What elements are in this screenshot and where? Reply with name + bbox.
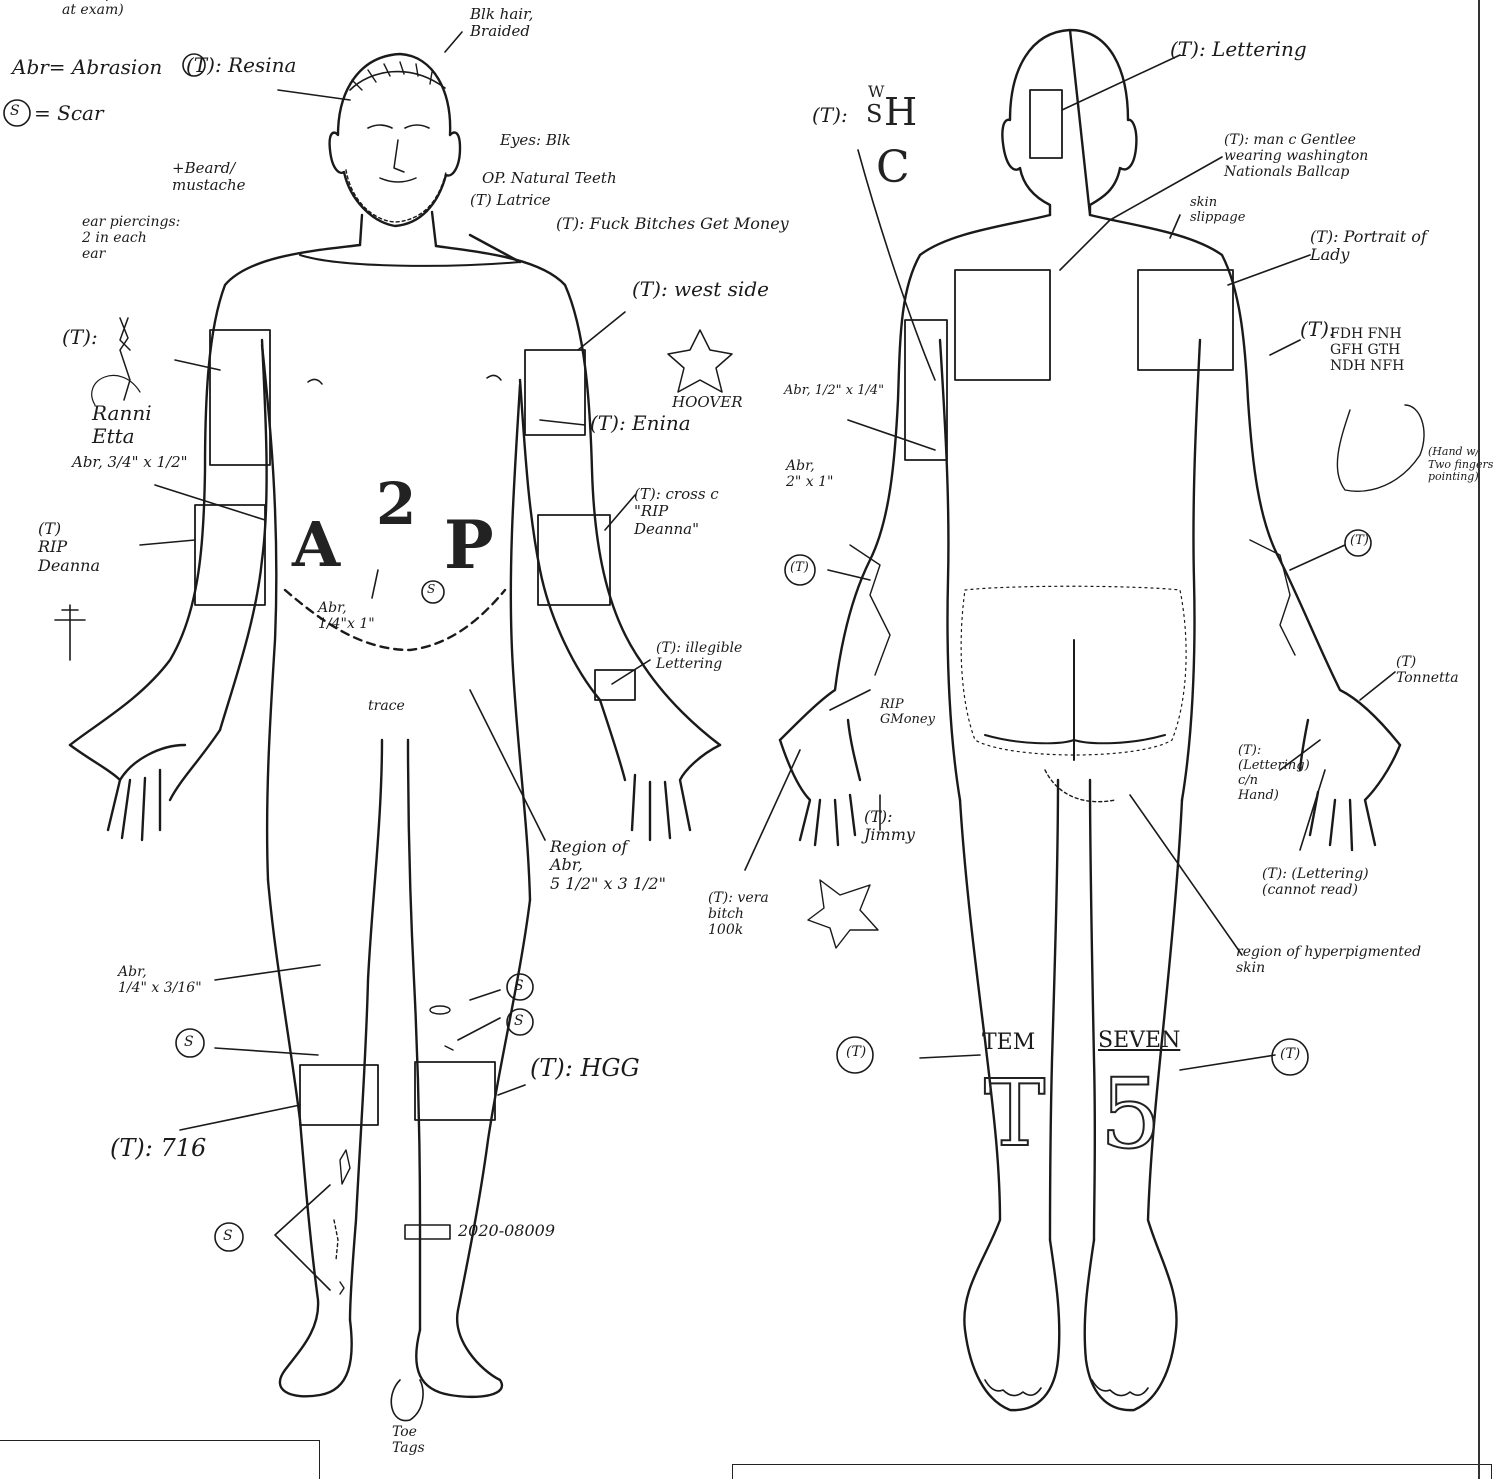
- label-tonnetta: (T) Tonnetta: [1396, 654, 1459, 686]
- label-cross-rip-deanna: (T): cross c "RIP Deanna": [634, 486, 719, 538]
- legend-header: descriptions at exam): [62, 0, 149, 18]
- label-t-left-calf: (T): [846, 1044, 866, 1060]
- tattoo-big-t: T: [984, 1060, 1045, 1167]
- label-716: (T): 716: [110, 1135, 206, 1163]
- label-ranni: Ranni Etta: [92, 402, 152, 448]
- label-fuck-bitches: (T): Fuck Bitches Get Money: [556, 215, 789, 233]
- label-latrice: (T) Latrice: [470, 192, 551, 209]
- label-t-right-calf: (T): [1280, 1046, 1300, 1062]
- label-beard: +Beard/ mustache: [172, 160, 246, 195]
- label-man-ballcap: (T): man c Gentlee wearing washington Na…: [1224, 132, 1368, 180]
- label-hand-two-fingers: (Hand w/ Two fingers pointing): [1428, 446, 1493, 484]
- tattoo-text-tem: TEM: [982, 1030, 1035, 1055]
- label-abr-upper-arm: Abr, 3/4" x 1/2": [72, 454, 188, 471]
- label-teeth: OP. Natural Teeth: [482, 170, 617, 187]
- label-lettering-cannot-read: (T): (Lettering) (cannot read): [1262, 866, 1369, 898]
- label-lettering-hand: (T): (Lettering) c/n Hand): [1238, 744, 1310, 804]
- scar-marker-knee-1: S: [514, 978, 524, 994]
- label-rip-deanna-left: (T) RIP Deanna: [38, 520, 100, 575]
- label-hgg: (T): HGG: [530, 1055, 640, 1083]
- scar-marker: S: [184, 1034, 194, 1050]
- label-jimmy: (T): Jimmy: [864, 808, 915, 845]
- label-whsc-prefix: (T):: [812, 104, 848, 127]
- legend-scar: = Scar: [34, 102, 104, 125]
- label-case-number: 2020-08009: [458, 1222, 555, 1240]
- label-fdh-grid: FDH FNH GFH GTH NDH NFH: [1330, 326, 1404, 374]
- label-skin-slippage: skin slippage: [1190, 196, 1245, 226]
- label-lettering-head: (T): Lettering: [1170, 38, 1307, 61]
- tattoo-letter-h: H: [884, 90, 917, 134]
- tattoo-letter-w: W: [868, 82, 884, 101]
- label-abr-elbow: Abr, 1/2" x 1/4": [784, 384, 884, 399]
- tattoo-letter-c: C: [876, 142, 910, 193]
- label-trace: trace: [368, 698, 405, 714]
- label-enina: (T): Enina: [590, 412, 691, 435]
- label-resina: (T): Resina: [186, 54, 296, 77]
- label-portrait-of-lady: (T): Portrait of Lady: [1310, 228, 1427, 265]
- label-abr-forearm: Abr, 2" x 1": [786, 458, 834, 490]
- tattoo-big-5: 5: [1100, 1058, 1161, 1170]
- scar-marker-abdomen: S: [427, 583, 435, 597]
- scar-marker-knee-2: S: [514, 1013, 524, 1029]
- label-abr-abdomen: Abr, 1/4"x 1": [318, 600, 375, 632]
- page-edge: [1478, 0, 1480, 1479]
- label-eyes: Eyes: Blk: [500, 132, 571, 149]
- label-ear-piercings: ear piercings: 2 in each ear: [82, 214, 180, 262]
- label-vera-bitch: (T): vera bitch 100k: [708, 890, 769, 938]
- label-hyperpigmented-skin: region of hyperpigmented skin: [1236, 944, 1421, 976]
- bottom-right-box: [732, 1464, 1492, 1479]
- label-region-of-abr: Region of Abr, 5 1/2" x 3 1/2": [550, 838, 666, 893]
- tattoo-letter-a: A: [292, 508, 340, 581]
- label-toe-tags: Toe Tags: [392, 1424, 425, 1456]
- label-t-forearm: (T): [790, 561, 809, 576]
- label-abr-thigh: Abr, 1/4" x 3/16": [118, 964, 202, 996]
- label-left-arm-tattoo: (T):: [62, 326, 98, 349]
- legend-scar-symbol: S: [10, 103, 20, 119]
- tattoo-letter-s: S: [866, 100, 882, 128]
- tattoo-letter-p: P: [444, 506, 494, 584]
- tattoo-text-seven: SEVEN: [1098, 1028, 1180, 1053]
- tattoo-sketches: [55, 318, 1424, 948]
- scar-marker-shin: S: [223, 1228, 233, 1244]
- bottom-left-box: [0, 1440, 320, 1479]
- label-hair: Blk hair, Braided: [470, 6, 533, 41]
- label-t-right-forearm: (T): [1350, 534, 1369, 549]
- legend-abrasion: Abr= Abrasion: [12, 56, 162, 79]
- label-illegible-lettering: (T): illegible Lettering: [656, 640, 742, 672]
- tattoo-number-2: 2: [376, 470, 416, 538]
- label-west-side: (T): west side: [632, 278, 769, 301]
- label-rip-gmoney: RIP GMoney: [880, 698, 935, 728]
- label-hoover: HOOVER: [672, 394, 743, 411]
- back-figure: [780, 30, 1400, 1410]
